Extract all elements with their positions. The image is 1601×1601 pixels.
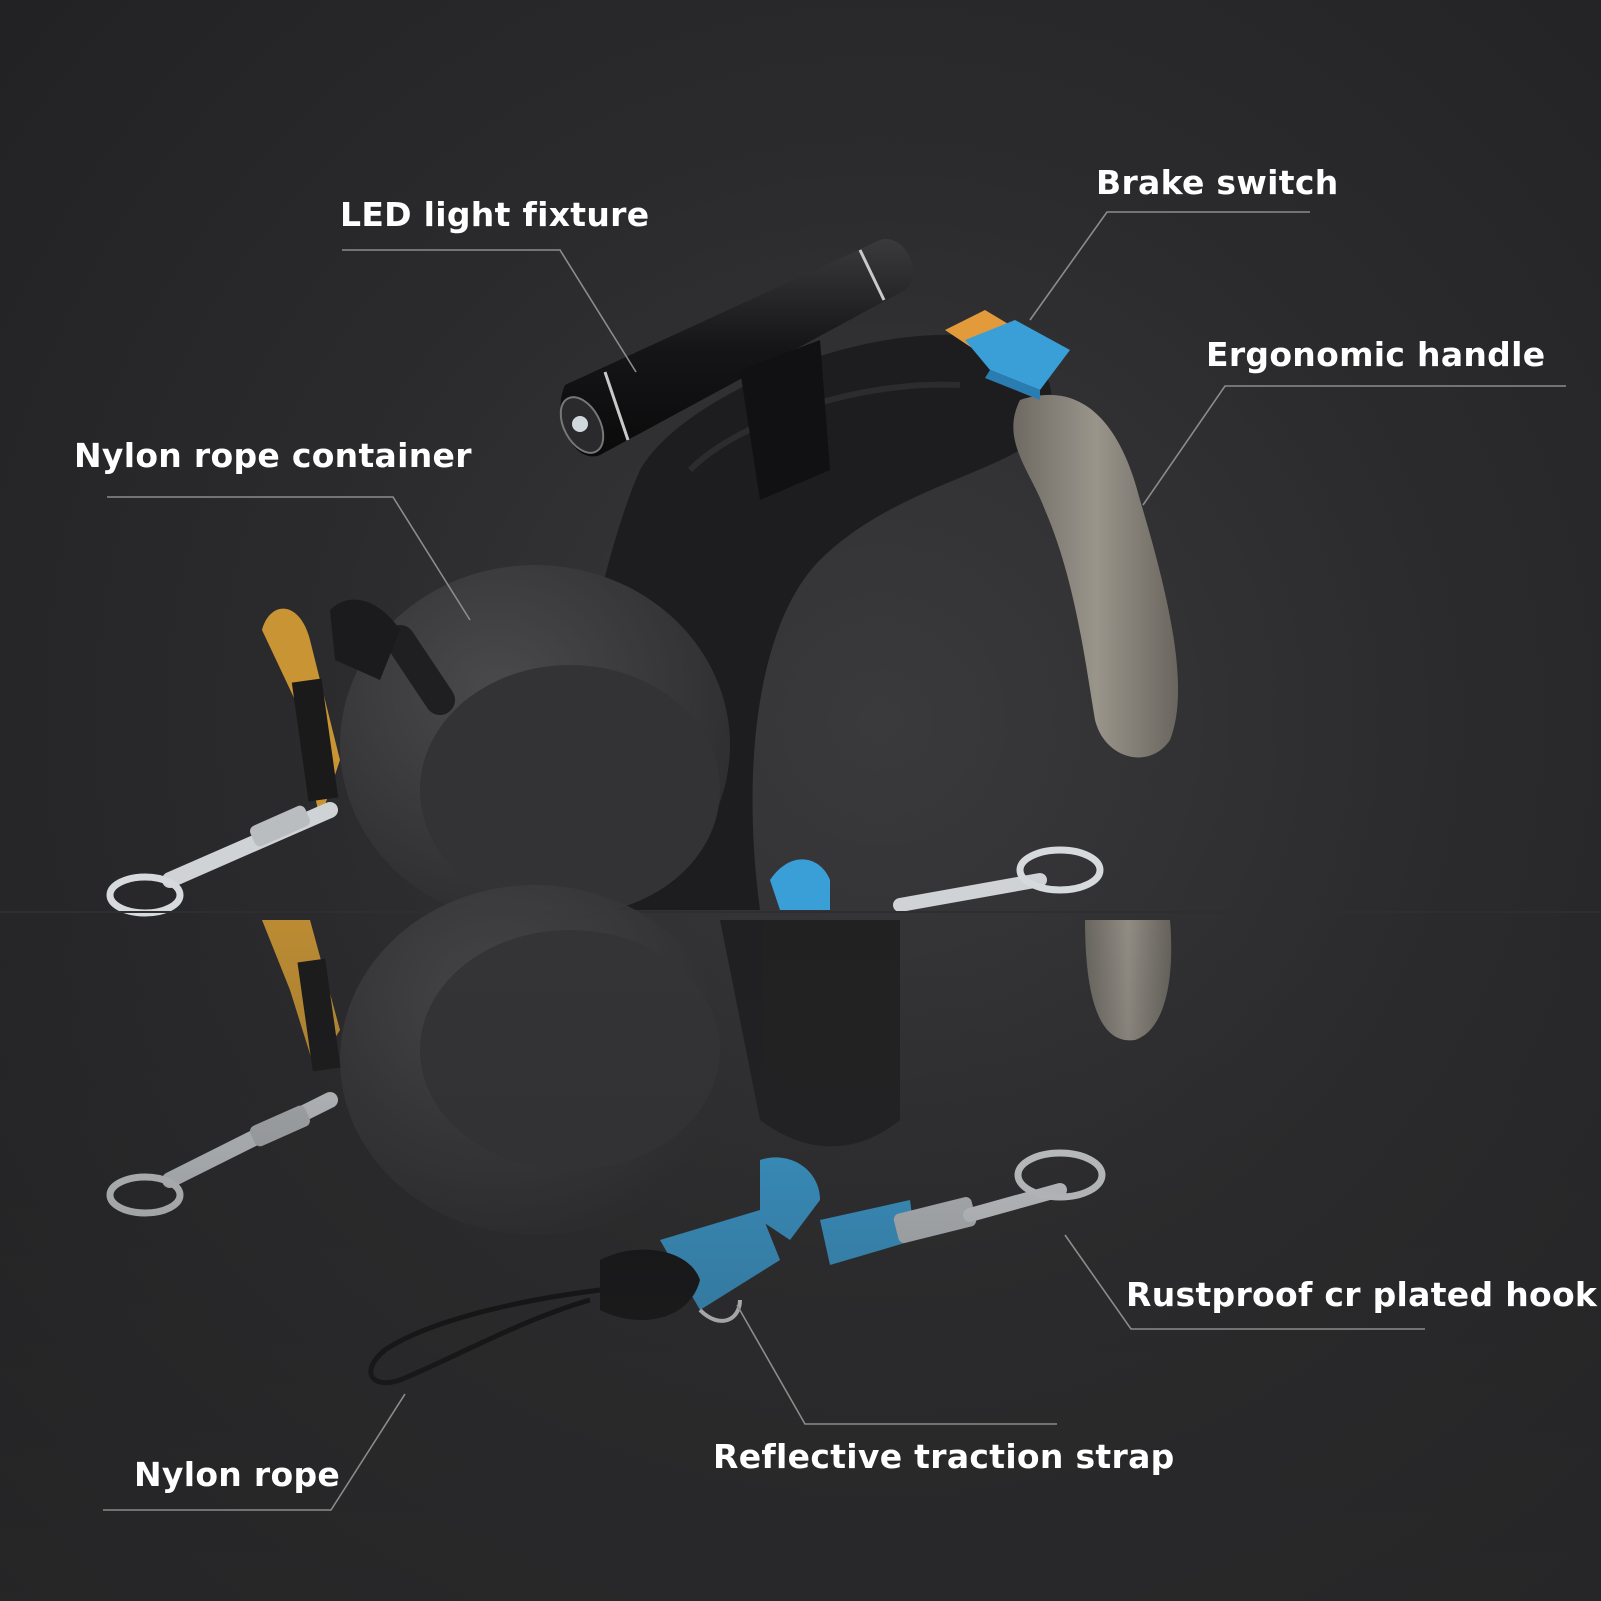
leader-rope	[103, 1393, 406, 1511]
label-led-light-fixture: LED light fixture	[340, 195, 650, 234]
led-light-fixture	[559, 239, 914, 500]
blue-strap-upper	[770, 859, 830, 910]
hook-left	[106, 802, 338, 917]
label-reflective-traction-strap: Reflective traction strap	[713, 1437, 1175, 1476]
label-rustproof-hook: Rustproof cr plated hook	[1126, 1275, 1598, 1314]
tan-strap-left	[262, 599, 400, 820]
leader-lines	[103, 211, 1566, 1511]
label-nylon-rope-container: Nylon rope container	[74, 436, 472, 475]
leader-container	[107, 496, 471, 621]
leader-handle	[1142, 385, 1566, 506]
leader-hook	[1064, 1234, 1425, 1330]
leader-brake	[1029, 211, 1310, 321]
hook-right-upper	[893, 846, 1104, 912]
nylon-rope-container	[340, 565, 730, 925]
label-nylon-rope: Nylon rope	[134, 1455, 341, 1494]
ergonomic-handle-grip	[1013, 394, 1179, 758]
leader-strap	[736, 1304, 1057, 1425]
label-brake-switch: Brake switch	[1096, 163, 1339, 202]
brake-switch	[945, 310, 1070, 400]
label-ergonomic-handle: Ergonomic handle	[1206, 335, 1546, 374]
leader-led	[342, 249, 637, 373]
